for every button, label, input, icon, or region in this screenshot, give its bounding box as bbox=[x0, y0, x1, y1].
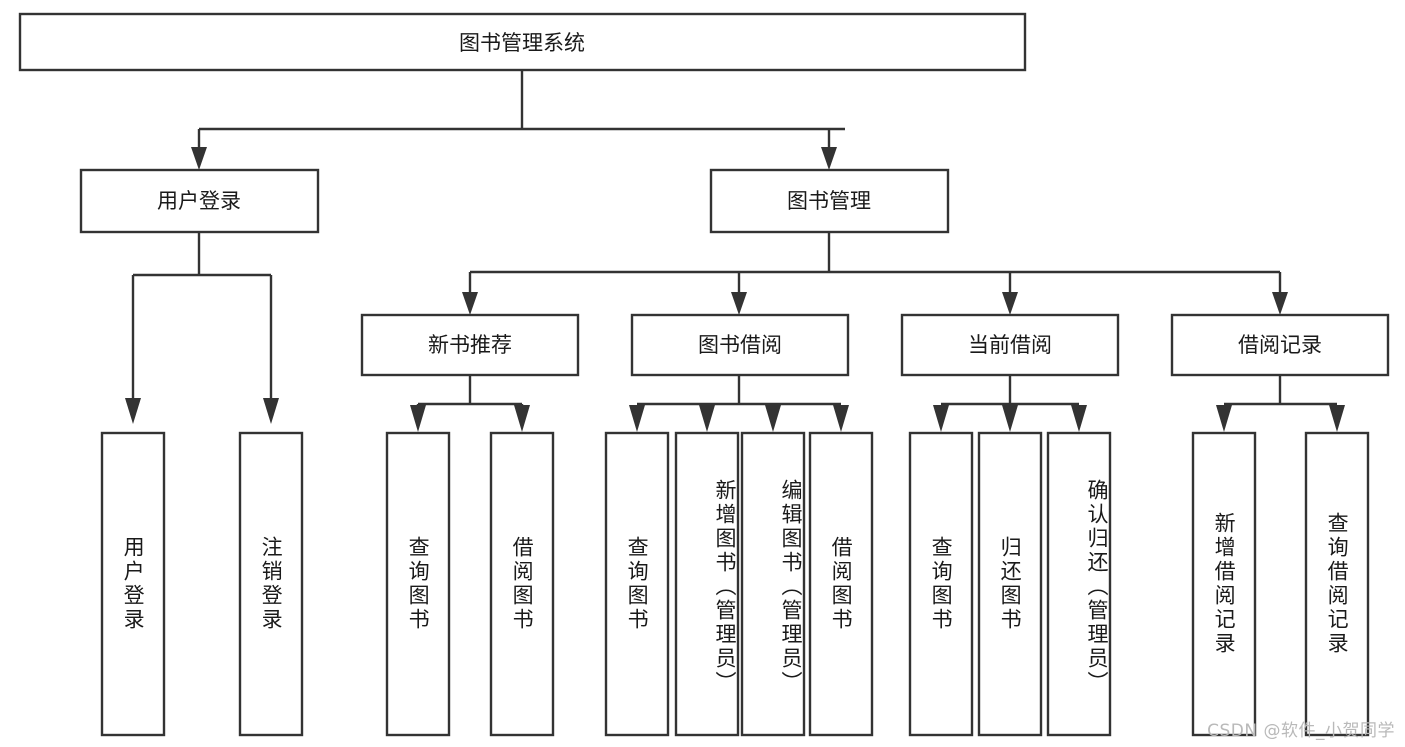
leaf-box-query-book-2[interactable] bbox=[604, 431, 670, 737]
leaf-box-user-login[interactable] bbox=[100, 431, 166, 737]
connectors-group bbox=[125, 70, 1345, 432]
node-new-book-recommend-box[interactable] bbox=[360, 313, 580, 377]
node-borrow-record[interactable]: 借阅记录 bbox=[1170, 313, 1390, 377]
arrow-to-leaf-add-record bbox=[1216, 405, 1232, 432]
leaf-box-add-record[interactable] bbox=[1191, 431, 1257, 737]
arrow-to-leaf-query-record bbox=[1329, 405, 1345, 432]
node-new-book-recommend-label: 新书推荐 bbox=[428, 333, 512, 357]
node-book-management-box[interactable] bbox=[709, 168, 950, 234]
node-root-label: 图书管理系统 bbox=[459, 31, 585, 55]
leaf-box-add-book[interactable] bbox=[674, 431, 740, 737]
arrow-to-leaf-edit-book bbox=[765, 405, 781, 432]
arrow-to-borrow-record bbox=[1272, 292, 1288, 315]
node-new-book-recommend[interactable]: 新书推荐 bbox=[360, 313, 580, 377]
arrow-to-leaf-return-book bbox=[1002, 405, 1018, 432]
node-current-borrow-box[interactable] bbox=[900, 313, 1120, 377]
leaf-box-confirm-return[interactable] bbox=[1046, 431, 1112, 737]
leaf-box-logout-login[interactable] bbox=[238, 431, 304, 737]
node-user-login[interactable]: 用户登录 bbox=[79, 168, 320, 234]
arrow-to-leaf-confirm-return bbox=[1071, 405, 1087, 432]
leaf-box-borrow-book-1[interactable] bbox=[489, 431, 555, 737]
arrow-to-user-login bbox=[191, 147, 207, 170]
node-user-login-box[interactable] bbox=[79, 168, 320, 234]
leaf-box-query-book-3[interactable] bbox=[908, 431, 974, 737]
leaf-box-return-book[interactable] bbox=[977, 431, 1043, 737]
node-book-management[interactable]: 图书管理 bbox=[709, 168, 950, 234]
node-root[interactable]: 图书管理系统 bbox=[18, 12, 1027, 72]
node-book-borrow[interactable]: 图书借阅 bbox=[630, 313, 850, 377]
node-current-borrow-label: 当前借阅 bbox=[968, 333, 1052, 357]
arrow-to-leaf-query-book-3 bbox=[933, 405, 949, 432]
node-book-borrow-label: 图书借阅 bbox=[698, 333, 782, 357]
arrow-to-book-management bbox=[821, 147, 837, 170]
node-user-login-label: 用户登录 bbox=[157, 189, 241, 213]
node-root-box[interactable] bbox=[18, 12, 1027, 72]
node-borrow-record-label: 借阅记录 bbox=[1238, 333, 1322, 357]
arrow-to-leaf-logout-login bbox=[263, 398, 279, 424]
arrow-to-current-borrow bbox=[1002, 292, 1018, 315]
csdn-watermark: CSDN @软件_小贺同学 bbox=[1207, 721, 1395, 741]
leaf-box-edit-book[interactable] bbox=[740, 431, 806, 737]
node-current-borrow[interactable]: 当前借阅 bbox=[900, 313, 1120, 377]
arrow-to-book-borrow bbox=[731, 292, 747, 315]
leaf-box-query-book-1[interactable] bbox=[385, 431, 451, 737]
arrow-to-leaf-borrow-book-1 bbox=[514, 405, 530, 432]
arrow-to-new-book-recommend bbox=[462, 292, 478, 315]
arrow-to-leaf-borrow-book-2 bbox=[833, 405, 849, 432]
node-borrow-record-box[interactable] bbox=[1170, 313, 1390, 377]
arrow-to-leaf-user-login bbox=[125, 398, 141, 424]
node-book-borrow-box[interactable] bbox=[630, 313, 850, 377]
node-book-management-label: 图书管理 bbox=[787, 189, 871, 213]
leaf-box-borrow-book-2[interactable] bbox=[808, 431, 874, 737]
arrow-to-leaf-add-book bbox=[699, 405, 715, 432]
arrow-to-leaf-query-book-2 bbox=[629, 405, 645, 432]
leaf-box-query-record[interactable] bbox=[1304, 431, 1370, 737]
arrow-to-leaf-query-book-1 bbox=[410, 405, 426, 432]
